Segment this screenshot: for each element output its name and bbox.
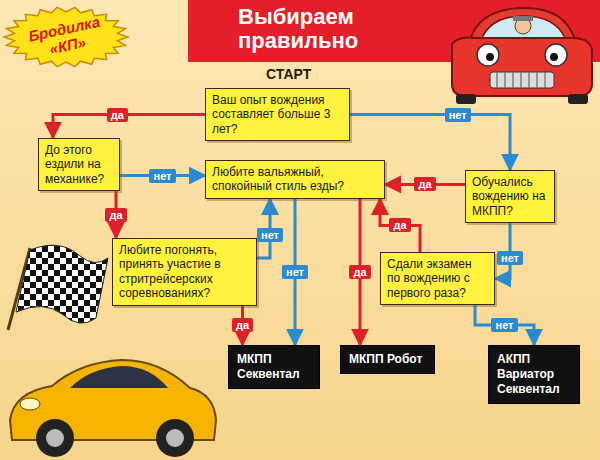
edge-label: нет (491, 318, 517, 332)
node-text: Сдали экзамен по вождению с первого раза… (387, 257, 488, 300)
question-box: До этого ездили на механике? (38, 138, 120, 191)
node-text: Ваш опыт вождения составляет больше 3 ле… (212, 93, 343, 136)
question-box: Любите вальяжный, спокойный стиль езды? (205, 160, 385, 199)
edge-label: да (349, 265, 370, 279)
edge-label: да (389, 218, 410, 232)
edge-label: нет (282, 265, 308, 279)
node-text: Любите вальяжный, спокойный стиль езды? (212, 165, 378, 194)
edge-label: нет (497, 251, 523, 265)
flow-arrow (475, 305, 534, 345)
node-text: МКПП Секвентал (237, 352, 311, 382)
node-text: АКПП Вариатор Секвентал (497, 352, 571, 397)
edge-label: нет (445, 108, 471, 122)
edge-label: да (414, 177, 435, 191)
result-box: АКПП Вариатор Секвентал (488, 345, 580, 404)
flow-arrow (53, 115, 205, 138)
node-text: Обучались вождению на МКПП? (472, 175, 548, 218)
page-title: Выбираем правильно (238, 5, 408, 53)
question-box: Любите погонять, принять участие в стрит… (112, 238, 257, 306)
question-box: Сдали экзамен по вождению с первого раза… (380, 252, 495, 305)
checkered-flag (8, 245, 108, 330)
cartoon-car (452, 8, 592, 104)
node-text: МКПП Робот (349, 352, 426, 367)
question-box: Ваш опыт вождения составляет больше 3 ле… (205, 88, 350, 141)
title-badge: Бродилка «КП» (2, 6, 130, 68)
sports-car (10, 360, 216, 457)
node-text: Любите погонять, принять участие в стрит… (119, 243, 250, 301)
question-box: Обучались вождению на МКПП? (465, 170, 555, 223)
node-text: До этого ездили на механике? (45, 143, 113, 186)
result-box: МКПП Секвентал (228, 345, 320, 389)
result-box: МКПП Робот (340, 345, 435, 374)
edge-label: нет (257, 228, 283, 242)
flow-arrow (380, 199, 420, 252)
edge-label: да (107, 108, 128, 122)
edge-label: да (232, 318, 253, 332)
edge-label: да (105, 208, 126, 222)
start-label: СТАРТ (266, 66, 311, 82)
edge-label: нет (149, 169, 175, 183)
